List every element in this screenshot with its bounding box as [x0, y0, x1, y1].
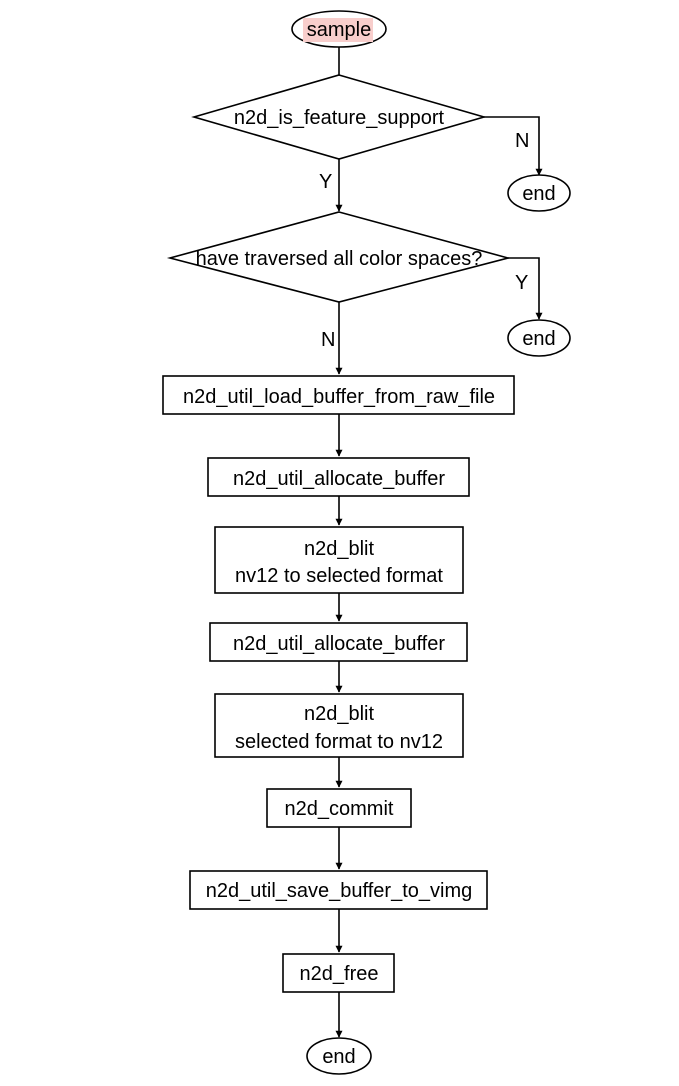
- start-node: sample: [291, 10, 387, 48]
- edge-label-feature-yes: Y: [319, 171, 332, 193]
- end-feature-label: end: [522, 183, 555, 205]
- blit-1-label-line-1: n2d_blit: [304, 538, 375, 560]
- blit-2-label-line-1: n2d_blit: [304, 703, 375, 725]
- blit-2-label-line-2: selected format to nv12: [235, 731, 443, 753]
- load-buffer-label: n2d_util_load_buffer_from_raw_file: [183, 386, 495, 408]
- process-commit: n2d_commit: [266, 788, 412, 828]
- start-label: sample: [307, 19, 371, 41]
- process-allocate-buffer-1: n2d_util_allocate_buffer: [207, 457, 470, 497]
- process-blit-2: n2d_blit selected format to nv12: [214, 693, 464, 758]
- edge-feature-no: [484, 116, 543, 176]
- process-allocate-buffer-2: n2d_util_allocate_buffer: [209, 622, 468, 662]
- allocate-buffer-2-label: n2d_util_allocate_buffer: [233, 633, 445, 655]
- edge-label-traversed-no: N: [321, 329, 335, 351]
- process-blit-1: n2d_blit nv12 to selected format: [214, 526, 464, 594]
- end-node-final: end: [306, 1037, 372, 1075]
- blit-1-label-line-2: nv12 to selected format: [235, 565, 443, 587]
- decision-feature-support: n2d_is_feature_support: [191, 74, 487, 160]
- start-highlight: [303, 18, 373, 42]
- edge-label-feature-no: N: [515, 130, 529, 152]
- edge-label-traversed-yes: Y: [515, 272, 528, 294]
- allocate-buffer-1-label: n2d_util_allocate_buffer: [233, 468, 445, 490]
- decision-traversed-label: have traversed all color spaces?: [196, 248, 483, 270]
- end-final-label: end: [322, 1046, 355, 1068]
- end-traversed-label: end: [522, 328, 555, 350]
- save-buffer-label: n2d_util_save_buffer_to_vimg: [206, 880, 472, 902]
- decision-feature-label: n2d_is_feature_support: [234, 107, 445, 129]
- decision-traversed: have traversed all color spaces?: [166, 211, 512, 303]
- end-node-traversed: end: [507, 319, 571, 357]
- edge-traversed-yes: [508, 257, 543, 320]
- process-save-buffer: n2d_util_save_buffer_to_vimg: [189, 870, 488, 910]
- free-label: n2d_free: [300, 963, 379, 985]
- process-load-buffer: n2d_util_load_buffer_from_raw_file: [162, 375, 515, 415]
- end-node-feature: end: [507, 174, 571, 212]
- process-free: n2d_free: [282, 953, 395, 993]
- commit-label: n2d_commit: [285, 798, 394, 820]
